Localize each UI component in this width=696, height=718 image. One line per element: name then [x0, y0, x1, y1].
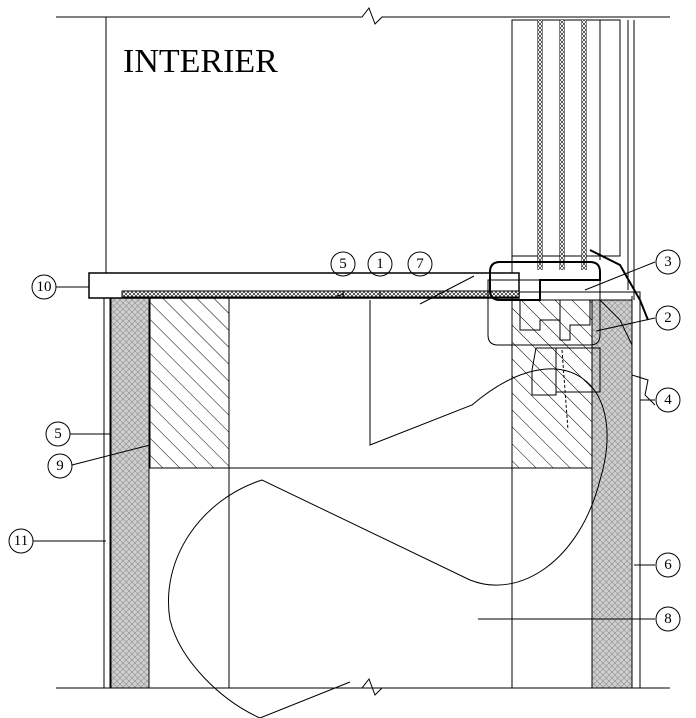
top-break-line — [56, 6, 670, 25]
svg-text:7: 7 — [416, 256, 424, 272]
callout-11: 11 — [8, 528, 34, 554]
svg-text:10: 10 — [37, 279, 52, 295]
insulation-left — [110, 295, 150, 689]
svg-text:1: 1 — [376, 256, 384, 272]
svg-text:5: 5 — [339, 256, 347, 272]
svg-text:8: 8 — [664, 611, 672, 627]
svg-text:11: 11 — [14, 533, 28, 549]
callout-5-top: 5 — [330, 251, 356, 277]
callout-7: 7 — [407, 251, 433, 277]
callout-1: 1 — [367, 251, 393, 277]
callout-5-left: 5 — [45, 421, 71, 447]
leaders — [33, 261, 656, 620]
svg-text:5: 5 — [54, 426, 62, 442]
break-symbol-upper — [168, 300, 608, 718]
callout-10: 10 — [31, 274, 57, 300]
insulation-right — [591, 299, 633, 689]
svg-text:9: 9 — [56, 458, 64, 474]
interior-label: INTERIER — [123, 43, 278, 80]
window-frame — [487, 19, 656, 431]
svg-text:2: 2 — [664, 310, 672, 326]
timber-right — [511, 299, 593, 469]
callout-8: 8 — [655, 606, 681, 632]
svg-text:6: 6 — [664, 557, 672, 573]
callout-9: 9 — [47, 453, 73, 479]
callout-3: 3 — [655, 249, 681, 275]
svg-text:3: 3 — [664, 254, 672, 270]
sill-adhesive-layer — [121, 290, 520, 298]
timber-left — [149, 296, 230, 469]
callout-6: 6 — [655, 552, 681, 578]
callout-2: 2 — [655, 305, 681, 331]
svg-text:4: 4 — [664, 392, 672, 408]
callout-4: 4 — [655, 387, 681, 413]
